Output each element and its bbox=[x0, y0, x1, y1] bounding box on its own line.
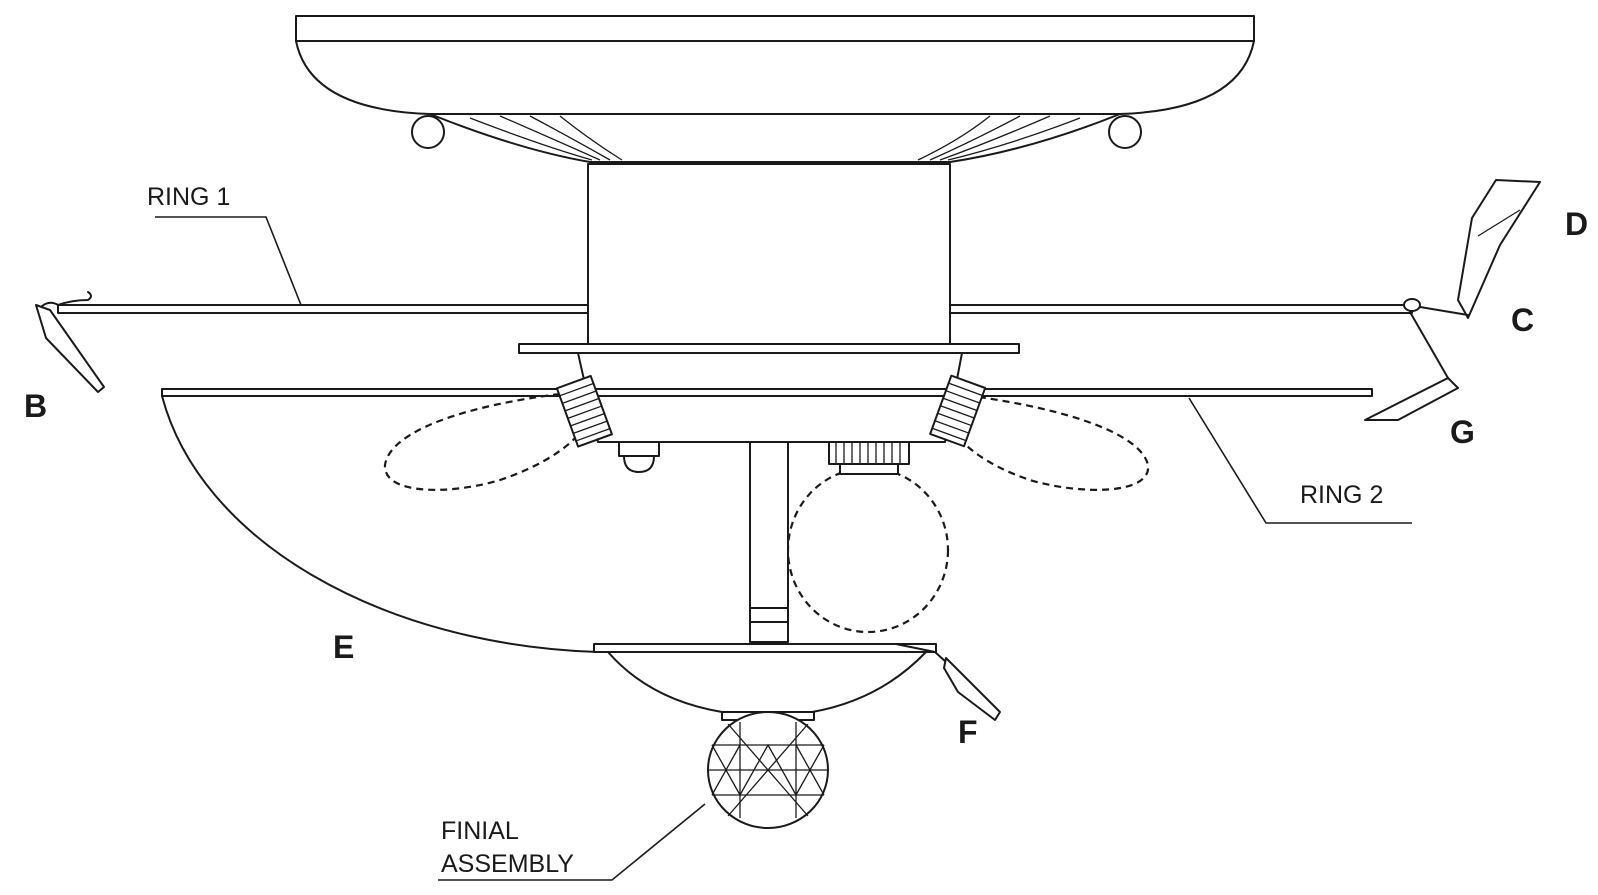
ring-2-with-bowl bbox=[161, 388, 1373, 653]
label-finial-line2: ASSEMBLY bbox=[441, 850, 574, 878]
label-c: C bbox=[1511, 302, 1534, 338]
ceiling-canopy bbox=[295, 15, 1255, 163]
housing-body bbox=[518, 163, 1020, 443]
label-finial-line1: FINIAL bbox=[441, 817, 519, 845]
bulb-sockets bbox=[555, 374, 987, 475]
crystal-pendants bbox=[35, 179, 1541, 721]
finial-ball bbox=[707, 711, 829, 829]
bottom-bowl bbox=[593, 643, 937, 721]
center-rod bbox=[749, 441, 789, 643]
label-e: E bbox=[333, 629, 354, 665]
label-ring-2: RING 2 bbox=[1300, 481, 1383, 509]
label-b: B bbox=[24, 388, 47, 424]
label-g: G bbox=[1450, 414, 1475, 450]
label-f: F bbox=[958, 714, 978, 750]
label-d: D bbox=[1565, 206, 1588, 242]
leader-lines bbox=[155, 216, 1412, 881]
label-ring-1: RING 1 bbox=[147, 183, 230, 211]
